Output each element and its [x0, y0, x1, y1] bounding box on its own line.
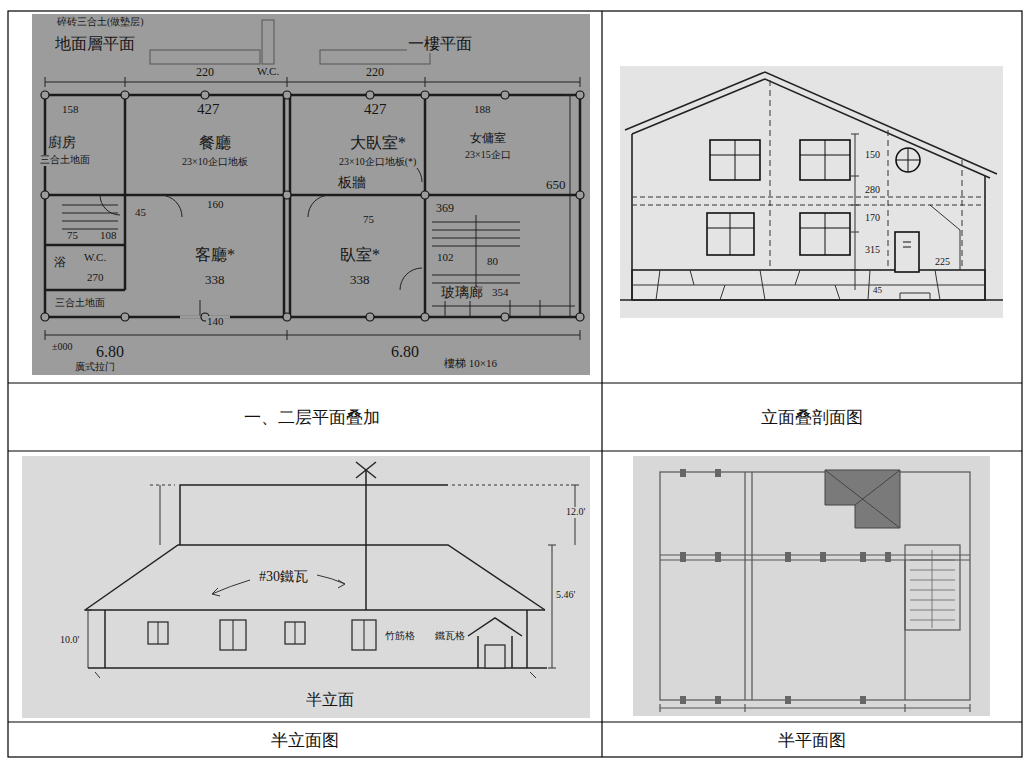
drawing-annotation: 220	[365, 66, 385, 79]
caption-text: 半立面图	[271, 729, 339, 752]
drawing-annotation: 75	[66, 230, 79, 242]
drawing-annotation: 樓梯 10×16	[443, 358, 498, 370]
drawing-annotation: 廚房	[47, 136, 77, 151]
drawing-annotation: #30鐵瓦	[258, 570, 309, 585]
drawing-annotation: 臥室*	[339, 247, 381, 264]
elevation-section	[620, 66, 1003, 318]
drawing-annotation: 三合土地面	[54, 298, 106, 309]
drawing-annotation: 315	[864, 245, 881, 256]
drawing-annotation: 女傭室	[469, 132, 507, 145]
drawing-annotation: 餐廳	[198, 135, 232, 152]
drawing-annotation: 338	[204, 273, 226, 287]
drawing-annotation: 225	[934, 257, 951, 268]
drawing-annotation: 廣式拉门	[74, 362, 116, 373]
caption-cell: 半平面图	[772, 727, 852, 754]
drawing-annotation: W.C.	[83, 252, 107, 264]
drawing-annotation: 半立面	[305, 692, 355, 709]
half-plan	[633, 456, 990, 716]
table-frame	[8, 11, 1022, 757]
caption-text: 立面叠剖面图	[761, 406, 863, 429]
drawing-annotation: 427	[196, 102, 221, 118]
drawing-annotation: 鐵瓦格	[434, 631, 466, 642]
drawing-annotation: 140	[206, 316, 225, 328]
drawing-annotation: 碎砖三合土(做墊层)	[56, 17, 145, 28]
drawing-annotation: 369	[435, 202, 455, 215]
drawing-annotation: 一樓平面	[407, 36, 473, 53]
drawing-annotation: 23×15企口	[464, 150, 512, 161]
caption-cell: 立面叠剖面图	[755, 404, 869, 431]
drawing-annotation: 竹筋格	[384, 631, 416, 642]
drawing-annotation: 23×10企口地板(*)	[338, 157, 417, 168]
drawing-annotation: 270	[86, 272, 105, 284]
drawing-annotation: 650	[545, 178, 567, 192]
caption-text: 一、二层平面叠加	[244, 406, 380, 429]
drawing-annotation: 102	[436, 252, 455, 264]
drawing-annotation: 80	[486, 256, 499, 268]
drawing-annotation: 45	[134, 207, 147, 219]
drawing-annotation: ±000	[51, 342, 74, 353]
caption-text: 半平面图	[778, 729, 846, 752]
drawing-annotation: 220	[195, 66, 215, 79]
drawing-annotation: 6.80	[390, 344, 420, 361]
drawing-annotation: 427	[363, 102, 388, 118]
drawing-annotation: 12.0'	[565, 507, 586, 518]
drawing-annotation: 108	[99, 230, 118, 242]
drawing-annotation: 6.80	[95, 344, 125, 361]
drawing-annotation: 5.46'	[555, 590, 576, 601]
drawing-annotation: 354	[491, 287, 510, 299]
drawing-annotation: 板牆	[337, 176, 367, 191]
drawing-annotation: 45	[872, 286, 883, 295]
floor-plan	[32, 14, 590, 375]
drawing-annotation: 338	[349, 273, 371, 287]
drawing-annotation: 客廳*	[194, 247, 236, 264]
drawing-annotation: 浴	[53, 256, 67, 269]
drawing-annotation: 三合土地面	[39, 155, 91, 166]
drawing-annotation: 160	[206, 199, 225, 211]
caption-cell: 半立面图	[265, 727, 345, 754]
drawing-annotation: 188	[473, 104, 492, 116]
drawing-annotation: 地面層平面	[54, 36, 136, 53]
drawing-annotation: W.C.	[256, 66, 280, 78]
drawing-annotation: 150	[864, 150, 881, 161]
drawing-annotation: 158	[61, 104, 80, 116]
caption-cell: 一、二层平面叠加	[238, 404, 386, 431]
drawing-annotation: 75	[362, 214, 375, 226]
drawing-annotation: 10.0'	[59, 635, 80, 646]
drawing-annotation: 玻璃廊	[440, 286, 484, 301]
half-elevation	[22, 456, 590, 718]
drawing-annotation: 大臥室*	[349, 135, 407, 152]
drawing-annotation: 280	[864, 185, 881, 196]
drawing-annotation: 170	[864, 213, 881, 224]
drawing-annotation: 23×10企口地板	[181, 157, 249, 168]
